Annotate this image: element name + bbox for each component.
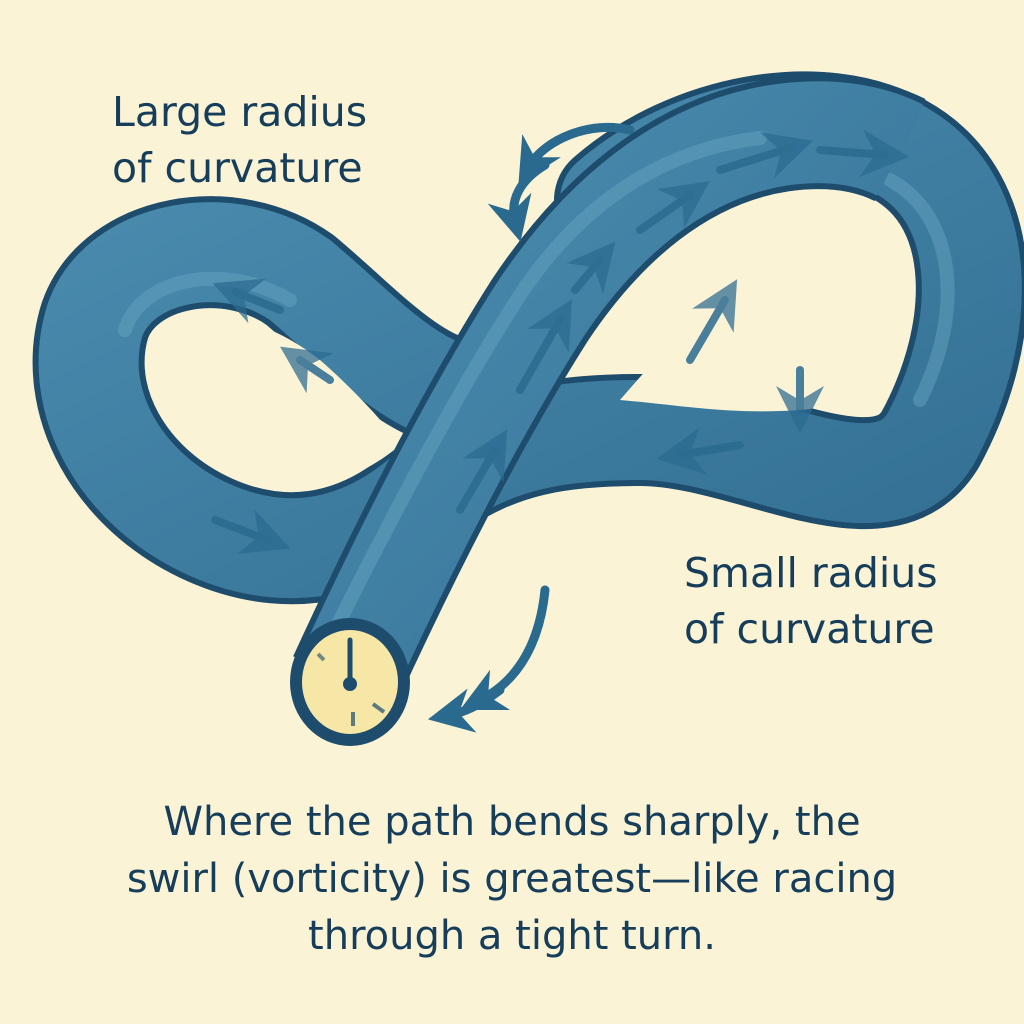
large-radius-label: Large radius of curvature [112, 84, 367, 196]
flow-arrow [636, 181, 710, 234]
swirl-arrows [427, 122, 635, 733]
small-radius-label-line2: of curvature [684, 605, 935, 653]
flow-arrows [211, 129, 909, 554]
caption-line3: through a tight turn. [308, 913, 716, 959]
swirl-arrow-top [518, 122, 635, 185]
flow-arrow [816, 129, 909, 178]
flow-arrow [516, 299, 572, 394]
caption: Where the path bends sharply, the swirl … [80, 794, 944, 965]
caption-line1: Where the path bends sharply, the [163, 799, 861, 845]
swirl-arrow-top-left [487, 160, 550, 242]
flow-arrow [686, 279, 738, 364]
flow-arrow [456, 429, 508, 514]
right-lobe-hole [620, 223, 886, 412]
tube-end-cap [290, 618, 410, 746]
caption-line2: swirl (vorticity) is greatest—like racin… [126, 856, 898, 902]
flow-arrow [280, 346, 334, 394]
small-radius-label: Small radius of curvature [684, 545, 938, 657]
flow-arrow [211, 509, 291, 554]
swirl-arrow-bottom-left [427, 685, 505, 733]
large-radius-label-line1: Large radius [112, 88, 368, 136]
left-lobe-hole [163, 315, 400, 488]
flow-arrow [656, 427, 744, 475]
flow-arrow [566, 241, 616, 294]
flow-arrow [212, 278, 284, 324]
flow-arrow [716, 132, 813, 179]
swirl-arrow-bottom [459, 585, 550, 711]
large-radius-label-line2: of curvature [112, 144, 363, 192]
small-radius-label-line1: Small radius [684, 549, 938, 597]
